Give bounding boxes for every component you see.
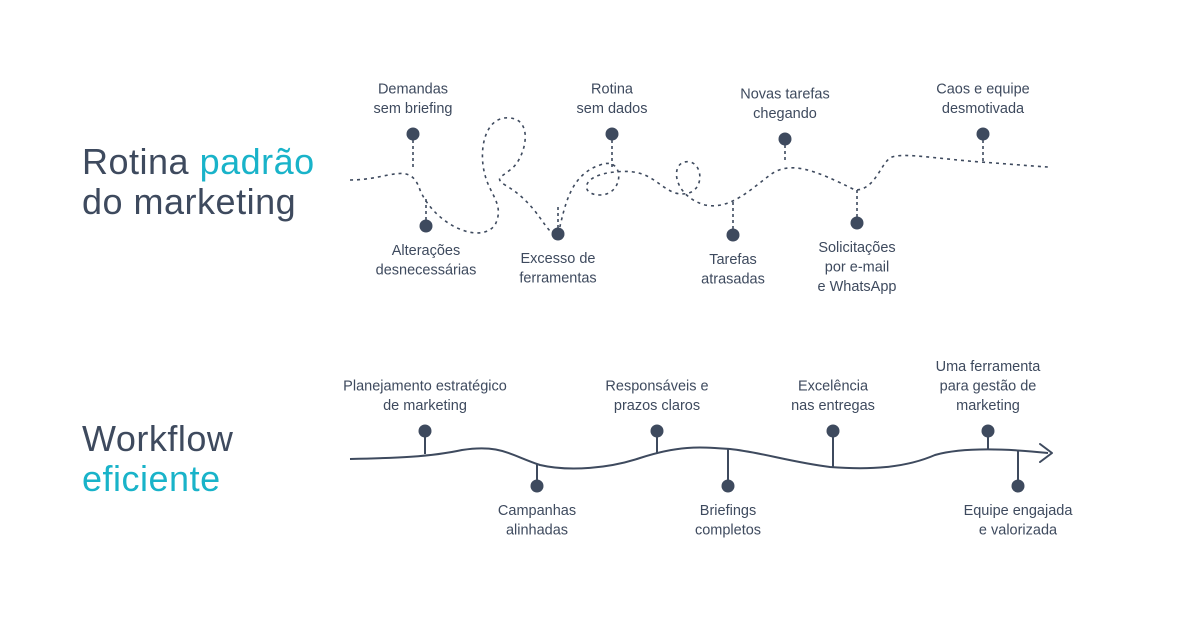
workflow-label-line: Excelência — [798, 379, 869, 395]
workflow-label-line: Equipe engajada — [964, 503, 1074, 519]
workflow-label-line: Planejamento estratégico — [343, 379, 507, 395]
workflow-label-line: prazos claros — [614, 398, 700, 414]
workflow-label: Briefings completos — [695, 503, 761, 539]
chaos-label-line: Tarefas — [709, 252, 757, 268]
chaos-label-line: chegando — [753, 106, 817, 122]
chaos-label-line: desnecessárias — [376, 263, 477, 279]
chaos-marker-4: Excesso de ferramentas — [519, 205, 597, 287]
workflow-marker-2: Campanhas alinhadas — [498, 464, 576, 539]
chaos-dotted-path — [349, 117, 1049, 236]
chaos-section-title: Rotina padrão do marketing — [82, 142, 315, 222]
workflow-label: Excelência nas entregas — [791, 379, 875, 415]
workflow-title-line1: Workflow — [82, 418, 234, 459]
chaos-label-line: desmotivada — [942, 101, 1025, 117]
chaos-label: Excesso de ferramentas — [519, 251, 596, 287]
workflow-marker-6: Uma ferramenta para gestão de marketing — [936, 359, 1042, 449]
workflow-label-line: Campanhas — [498, 503, 576, 519]
chaos-label-line: Novas tarefas — [740, 87, 829, 103]
workflow-label: Uma ferramenta para gestão de marketing — [936, 359, 1042, 414]
workflow-dot — [418, 424, 432, 438]
chaos-dot — [850, 216, 864, 230]
workflow-label-line: marketing — [956, 398, 1020, 414]
chaos-label: Rotina sem dados — [577, 82, 648, 118]
chaos-title-line2: do marketing — [82, 181, 297, 222]
workflow-dot — [981, 424, 995, 438]
workflow-marker-5: Excelência nas entregas — [791, 379, 875, 467]
chaos-label: Novas tarefas chegando — [740, 87, 829, 123]
workflow-marker-1: Planejamento estratégico de marketing — [343, 379, 507, 454]
chaos-label-line: Solicitações — [818, 240, 895, 256]
workflow-label: Equipe engajada e valorizada — [964, 503, 1074, 539]
arrow-head-icon — [1039, 443, 1053, 463]
workflow-label-line: nas entregas — [791, 398, 875, 414]
workflow-dot — [530, 479, 544, 493]
chaos-title-plain: Rotina — [82, 141, 200, 182]
workflow-label-line: de marketing — [383, 398, 467, 414]
workflow-title-accent: eficiente — [82, 458, 221, 499]
chaos-label-line: e WhatsApp — [818, 279, 897, 295]
workflow-label-line: Briefings — [700, 503, 756, 519]
chaos-label: Demandas sem briefing — [374, 82, 453, 118]
chaos-label-line: atrasadas — [701, 272, 765, 288]
chaos-marker-6: Tarefas atrasadas — [701, 200, 765, 288]
chaos-marker-3: Rotina sem dados — [577, 82, 648, 168]
chaos-marker-1: Demandas sem briefing — [374, 82, 453, 168]
workflow-dot — [650, 424, 664, 438]
chaos-label-line: sem briefing — [374, 101, 453, 117]
workflow-line — [349, 446, 1049, 470]
chaos-label-line: Alterações — [392, 243, 461, 259]
chaos-label-line: Excesso de — [521, 251, 596, 267]
workflow-marker-3: Responsáveis e prazos claros — [605, 379, 709, 454]
chaos-dot — [419, 219, 433, 233]
workflow-label: Planejamento estratégico de marketing — [343, 379, 507, 415]
workflow-marker-4: Briefings completos — [695, 449, 761, 539]
chaos-label: Solicitações por e-mail e WhatsApp — [818, 240, 897, 295]
workflow-label-line: completos — [695, 523, 761, 539]
workflow-dot — [826, 424, 840, 438]
workflow-section-title: Workflow eficiente — [82, 419, 233, 499]
chaos-dot — [605, 127, 619, 141]
workflow-markers: Planejamento estratégico de marketingCamp… — [343, 359, 1073, 539]
workflow-label: Responsáveis e prazos claros — [605, 379, 708, 415]
chaos-label-line: ferramentas — [519, 271, 596, 287]
chaos-dot — [976, 127, 990, 141]
chaos-label-line: Rotina — [591, 82, 634, 98]
chaos-dot — [406, 127, 420, 141]
chaos-dot — [726, 228, 740, 242]
workflow-label-line: e valorizada — [979, 523, 1058, 539]
chaos-label-line: Caos e equipe — [936, 82, 1030, 98]
chaos-marker-2: Alterações desnecessárias — [376, 196, 477, 279]
chaos-marker-7: Solicitações por e-mail e WhatsApp — [818, 188, 897, 295]
workflow-label-line: Uma ferramenta — [936, 359, 1042, 375]
chaos-label-line: por e-mail — [825, 260, 889, 276]
chaos-label: Tarefas atrasadas — [701, 252, 765, 288]
workflow-marker-7: Equipe engajada e valorizada — [964, 451, 1074, 539]
chaos-dot — [551, 227, 565, 241]
workflow-label-line: para gestão de — [940, 379, 1037, 395]
workflow-dot — [721, 479, 735, 493]
chaos-title-accent: padrão — [199, 141, 315, 182]
workflow-dot — [1011, 479, 1025, 493]
workflow-label: Campanhas alinhadas — [498, 503, 576, 539]
workflow-label-line: Responsáveis e — [605, 379, 708, 395]
chaos-marker-5: Novas tarefas chegando — [740, 87, 830, 163]
chaos-label: Caos e equipe desmotivada — [936, 82, 1030, 118]
chaos-dot — [778, 132, 792, 146]
workflow-label-line: alinhadas — [506, 523, 568, 539]
chaos-label-line: sem dados — [577, 101, 648, 117]
chaos-label-line: Demandas — [378, 82, 448, 98]
chaos-marker-8: Caos e equipe desmotivada — [936, 82, 1030, 163]
chaos-label: Alterações desnecessárias — [376, 243, 477, 279]
